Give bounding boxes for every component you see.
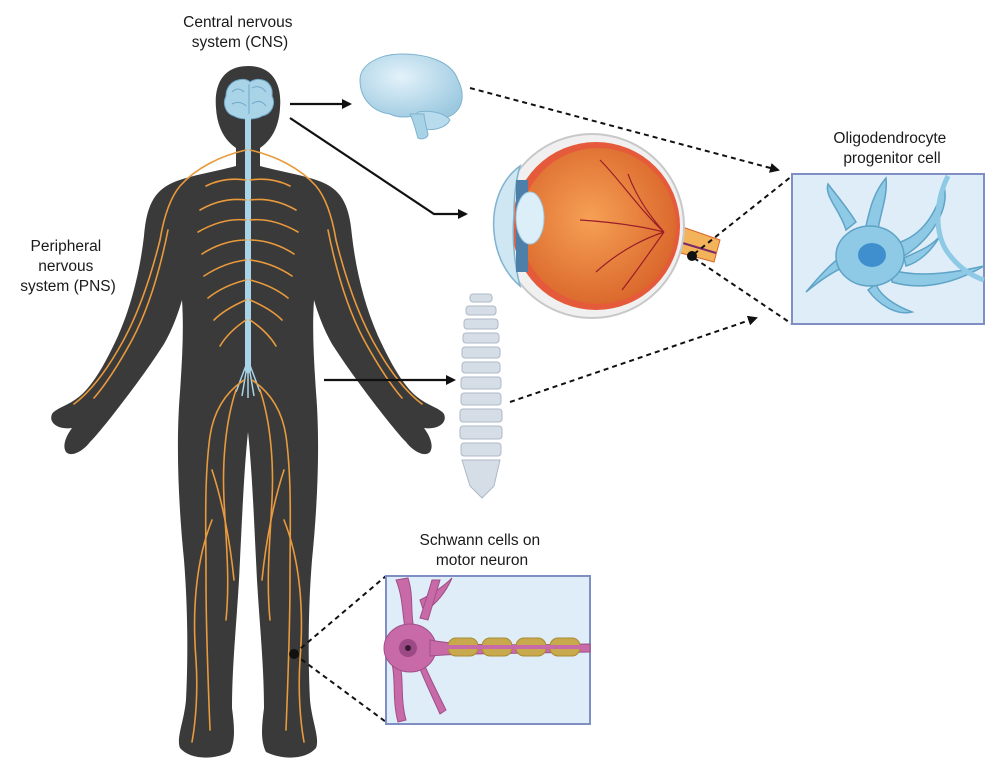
pns-label-line-3: system (PNS) — [20, 278, 116, 295]
opc-label-line-1: Oligodendrocyte — [833, 130, 946, 147]
brain-illustration — [360, 54, 462, 139]
schwann-label: Schwann cells on motor neuron — [420, 532, 545, 569]
pns-label: Peripheral nervous system (PNS) — [20, 238, 116, 295]
vertebra — [460, 409, 502, 422]
vertebra — [462, 362, 500, 373]
vertebra — [461, 393, 501, 405]
vertebra — [462, 347, 500, 358]
pns-label-line-1: Peripheral — [31, 238, 102, 255]
opc-label-line-2: progenitor cell — [843, 150, 940, 167]
vertebra — [463, 333, 499, 343]
cns-label: Central nervous system (CNS) — [183, 14, 297, 51]
opc-label: Oligodendrocyte progenitor cell — [833, 130, 950, 167]
eye-illustration — [494, 134, 720, 318]
opc-inset — [792, 174, 984, 324]
vertebra — [470, 294, 492, 302]
schwann-inset — [384, 576, 590, 724]
schwann-label-line-1: Schwann cells on — [420, 532, 541, 549]
schwann-label-line-2: motor neuron — [436, 552, 528, 569]
cns-label-line-2: system (CNS) — [192, 34, 288, 51]
lens — [516, 192, 544, 244]
opc-nucleus — [858, 243, 886, 267]
vertebra — [464, 319, 498, 329]
spine-illustration — [460, 294, 502, 498]
vertebra — [461, 377, 501, 389]
dashed-eye-to-opc-bottom — [694, 258, 792, 324]
pns-label-line-2: nervous — [38, 258, 93, 275]
vertebra — [461, 443, 501, 456]
cns-label-line-1: Central nervous — [183, 14, 293, 31]
vertebra — [460, 426, 502, 439]
vertebra — [466, 306, 496, 315]
dashed-spine-to-opc — [510, 318, 756, 402]
brain-cerebrum — [360, 54, 462, 120]
dashed-eye-to-opc-top — [694, 176, 792, 254]
motor-neuron-nucleolus — [405, 645, 411, 651]
sacrum — [462, 460, 500, 498]
